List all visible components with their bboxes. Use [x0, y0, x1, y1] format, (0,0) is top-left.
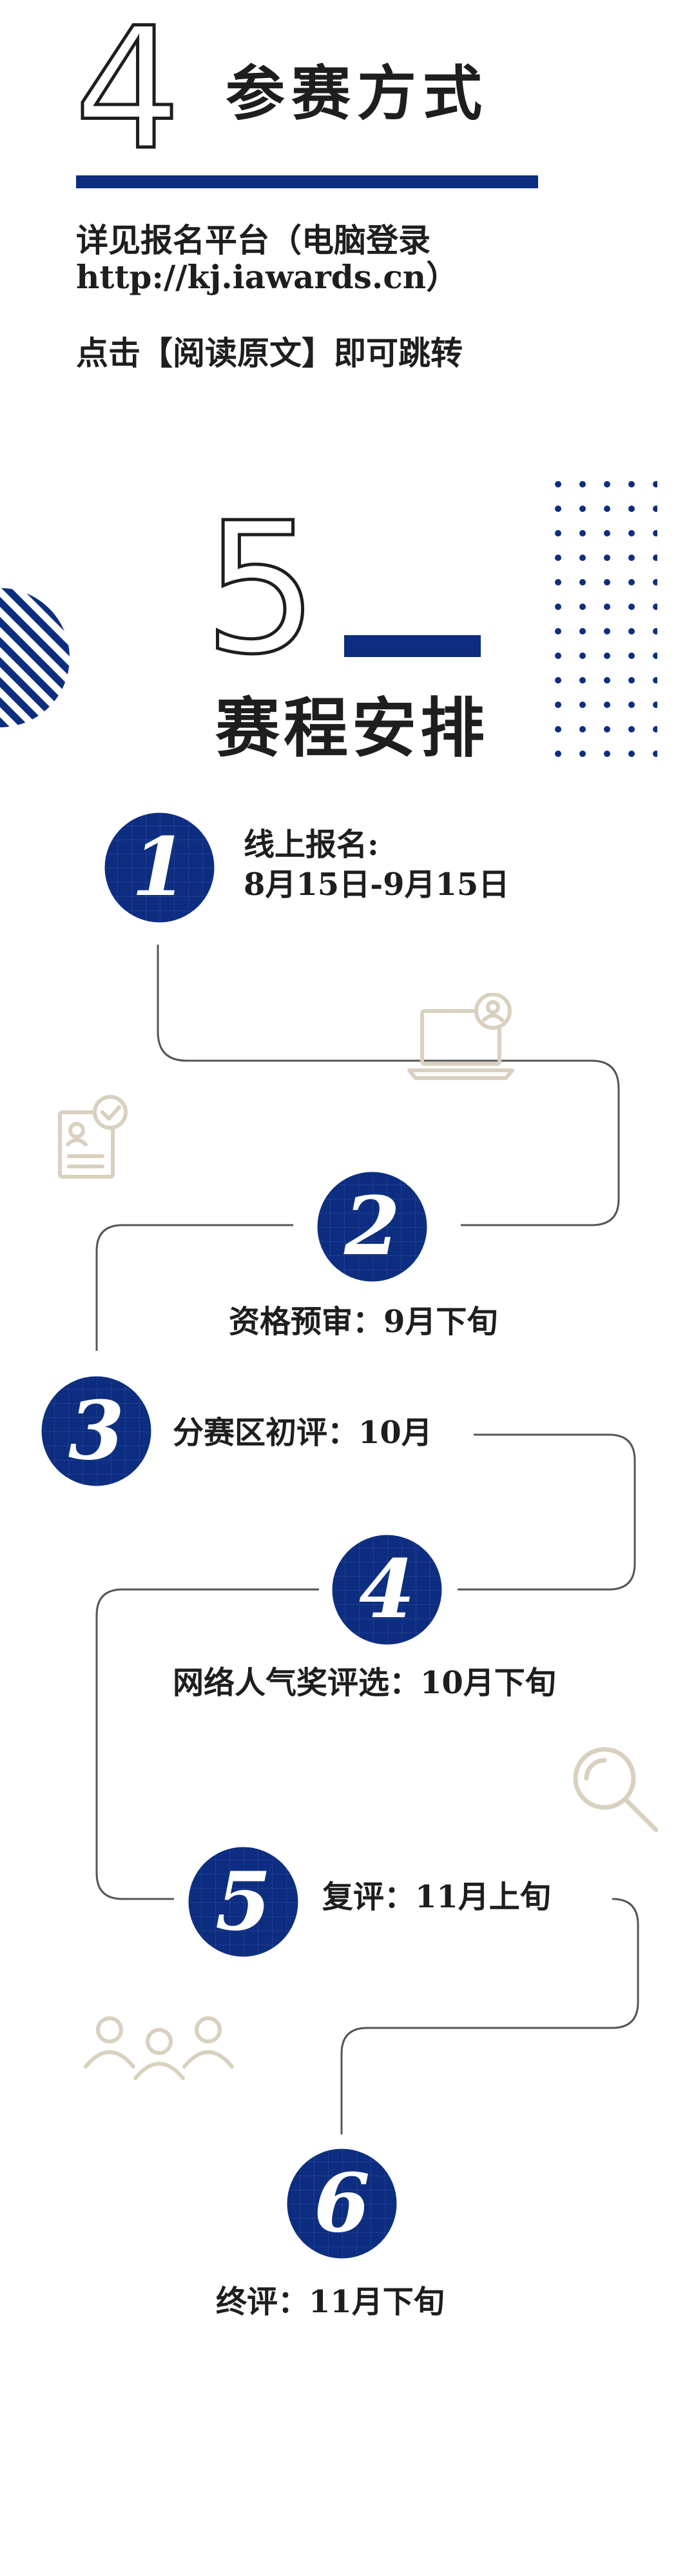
svg-text:2: 2	[343, 1179, 400, 1273]
step-2-label: 资格预审：9月下旬	[229, 1304, 498, 1340]
magnifier-icon	[573, 1747, 659, 1833]
section-4-divider	[76, 175, 538, 188]
step-4-label: 网络人气奖评选：10月下旬	[173, 1665, 556, 1701]
step-5-badge: 5	[188, 1847, 298, 1957]
laptop-user-icon	[407, 993, 514, 1080]
svg-text:1: 1	[131, 820, 188, 914]
read-original-hint: 点击【阅读原文】即可跳转	[76, 334, 463, 372]
step-6-label: 终评：11月下旬	[216, 2284, 445, 2320]
svg-text:3: 3	[68, 1384, 124, 1478]
section-4-title: 参赛方式	[226, 59, 489, 128]
step-2-badge: 2	[317, 1172, 427, 1282]
section-4-number-text: 4	[76, 18, 179, 160]
section-5-number-text: 5	[206, 506, 316, 661]
step-3-badge: 3	[41, 1376, 151, 1486]
step-1-badge: 1	[104, 812, 215, 923]
step-1-label: 线上报名:	[244, 827, 379, 863]
people-group-icon	[84, 2016, 234, 2080]
step-5-label: 复评：11月上旬	[322, 1879, 551, 1915]
section-4-number-outline: 4	[76, 18, 179, 160]
signup-platform-line: 详见报名平台（电脑登录	[76, 221, 430, 259]
svg-text:6: 6	[314, 2156, 370, 2250]
step-3-label: 分赛区初评：10月	[173, 1415, 432, 1451]
section-5-title: 赛程安排	[215, 691, 488, 766]
document-check-icon	[58, 1095, 128, 1179]
svg-text:5: 5	[215, 1854, 271, 1949]
section-5-bar	[344, 635, 481, 657]
section-5-number-outline: 5	[206, 506, 316, 661]
dot-grid-decoration	[554, 480, 657, 771]
step-4-badge: 4	[332, 1535, 442, 1645]
striped-semicircle-decoration	[0, 588, 70, 727]
svg-text:4: 4	[359, 1542, 415, 1637]
step-6-badge: 6	[287, 2148, 397, 2259]
signup-platform-url[interactable]: http://kj.iawards.cn）	[76, 258, 459, 296]
step-1-detail: 8月15日-9月15日	[244, 867, 510, 903]
